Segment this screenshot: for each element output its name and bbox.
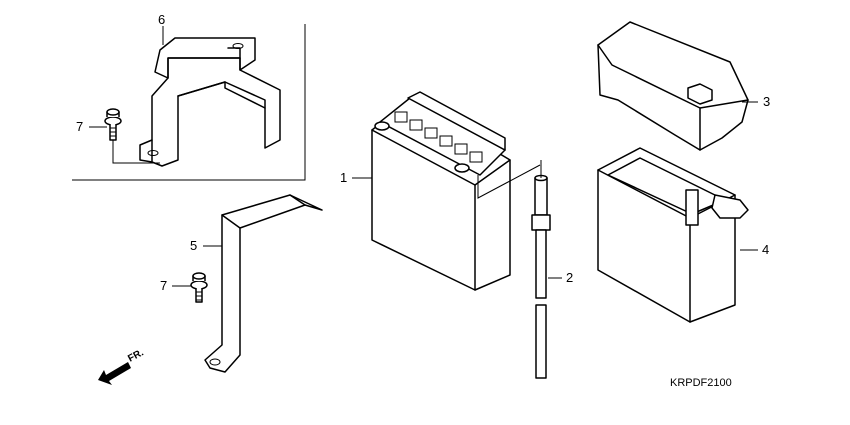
diagram-code: KRPDF2100	[670, 377, 732, 389]
fr-direction-arrow: FR.	[98, 347, 146, 385]
callout-7-upper: 7	[76, 119, 83, 134]
inset-frame	[72, 24, 306, 181]
part-7-bolt-lower	[190, 272, 208, 303]
callout-6: 6	[158, 12, 165, 27]
callout-1: 1	[340, 170, 347, 185]
callout-7-lower: 7	[160, 278, 167, 293]
svg-text:FR.: FR.	[126, 347, 146, 364]
callout-5: 5	[190, 238, 197, 253]
callout-2: 2	[566, 270, 573, 285]
part-4-battery-case	[597, 147, 749, 323]
part-1-battery	[371, 91, 541, 291]
part-5-battery-stay	[204, 194, 323, 373]
leader-lines	[89, 26, 758, 287]
part-6-battery-holder	[139, 37, 281, 167]
part-7-bolt-upper	[104, 108, 122, 141]
part-3-battery-cover	[597, 21, 749, 151]
callout-3: 3	[763, 94, 770, 109]
callout-4: 4	[762, 242, 769, 257]
part-2-breather-tube	[531, 160, 551, 379]
